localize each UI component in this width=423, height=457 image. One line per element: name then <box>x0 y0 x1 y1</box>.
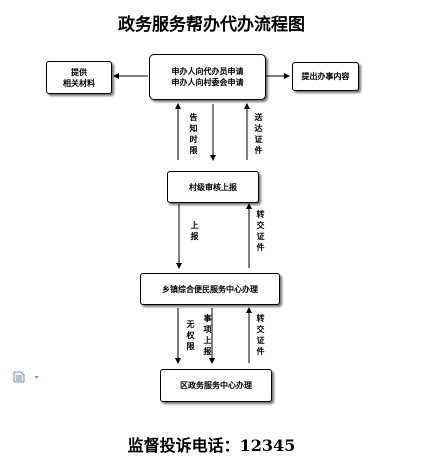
node-village: 村级审核上报 <box>167 171 259 203</box>
node-provide: 提供 相关材料 <box>46 61 112 94</box>
node-apply-line1: 申办人向代办员申请 <box>171 67 244 76</box>
node-submit: 提出办事内容 <box>292 62 359 91</box>
complaint-hotline: 监督投诉电话：12345 <box>127 436 296 455</box>
node-village-label: 村级审核上报 <box>189 182 237 192</box>
node-district-label: 区政务服务中心办理 <box>180 381 252 390</box>
node-provide-line2: 相关材料 <box>63 78 95 88</box>
label-transfer-docs-1: 转交证件 <box>256 210 265 252</box>
node-apply: 申办人向代办员申请 申办人向村委会申请 <box>149 54 266 100</box>
label-transfer-docs-2: 转交证件 <box>256 314 265 356</box>
label-return-docs: 送达证件 <box>254 113 263 155</box>
node-town-label: 乡镇综合便民服务中心办理 <box>162 284 258 294</box>
label-notify: 告知时限 <box>189 113 198 155</box>
label-no-authority: 无权限 <box>186 320 195 351</box>
node-district: 区政务服务中心办理 <box>160 369 272 402</box>
document-icon[interactable] <box>13 368 43 387</box>
node-submit-label: 提出办事内容 <box>301 72 350 81</box>
node-provide-line1: 提供 <box>71 67 87 77</box>
node-apply-line2: 申办人向村委会申请 <box>171 78 244 87</box>
label-matter-report: 事项上报 <box>203 314 212 356</box>
node-town: 乡镇综合便民服务中心办理 <box>140 273 280 305</box>
page-title: 政务服务帮办代办流程图 <box>118 15 305 35</box>
label-report-up: 上报 <box>190 221 199 241</box>
